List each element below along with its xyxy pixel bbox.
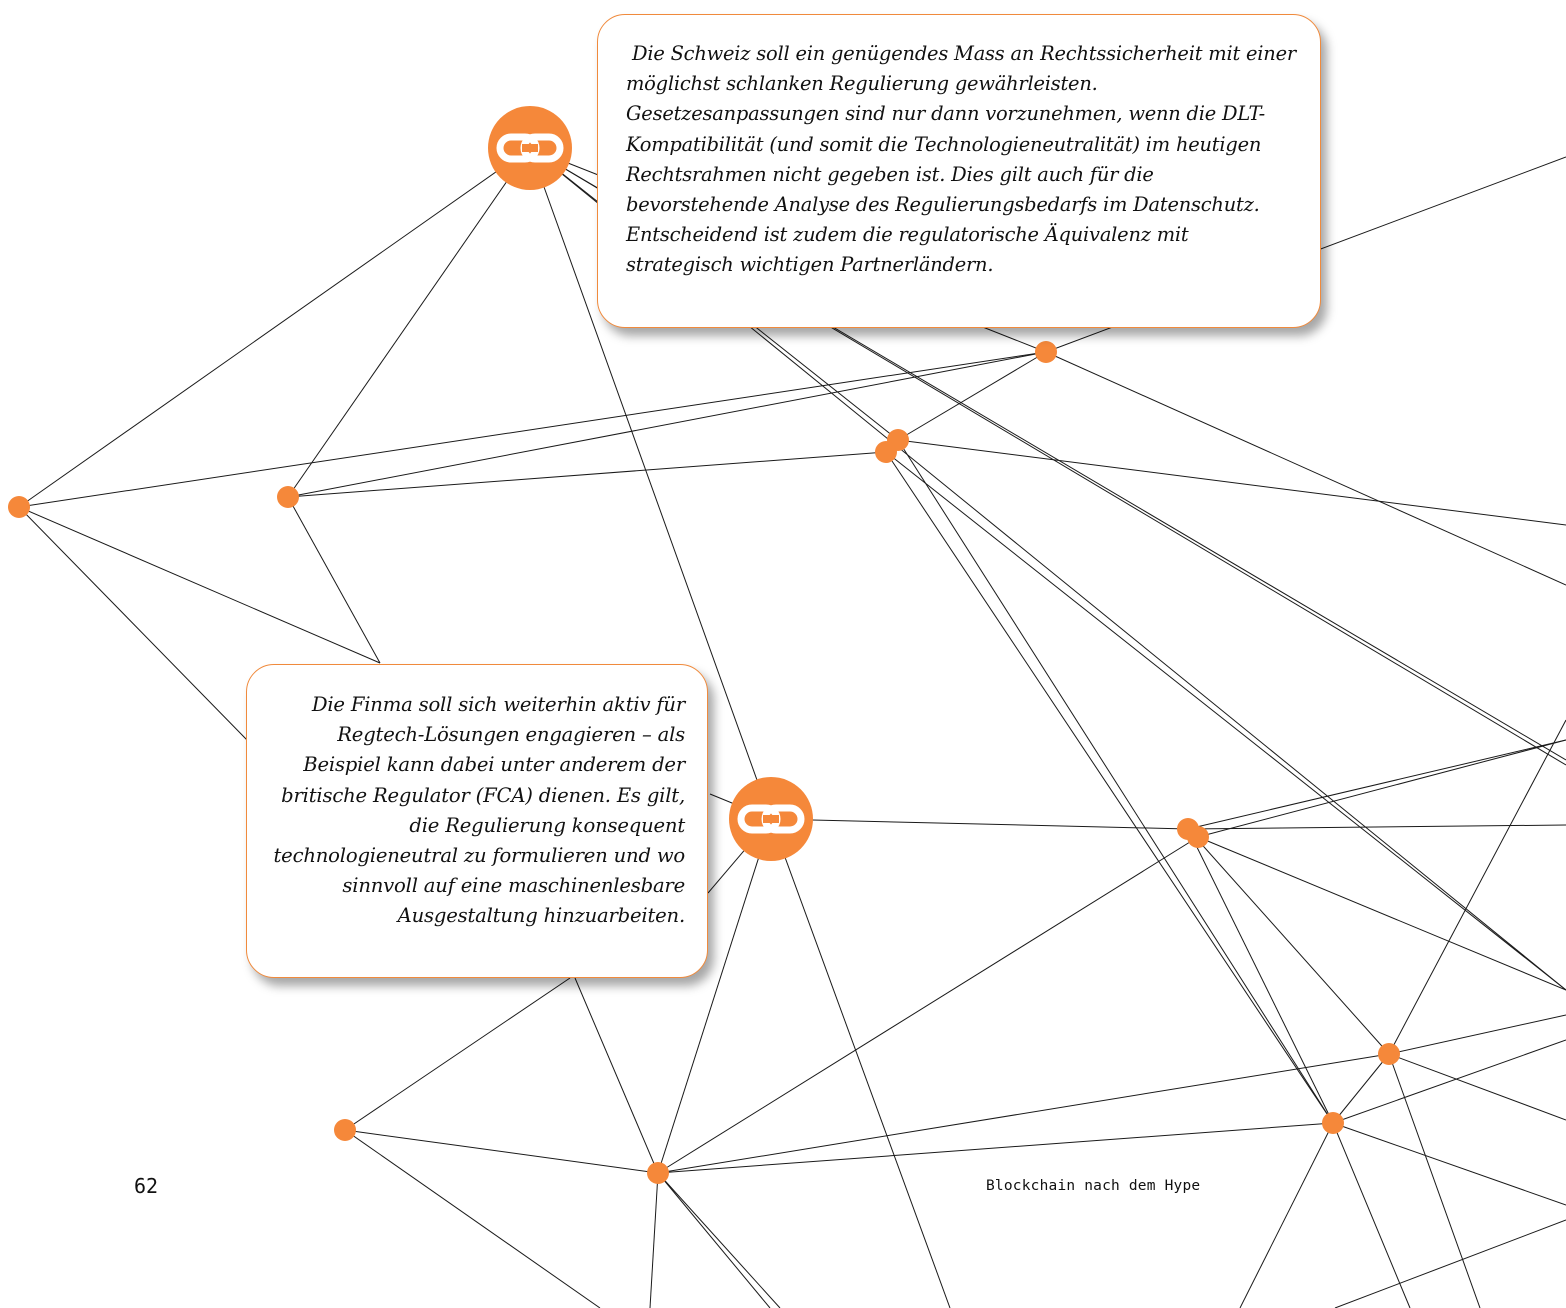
network-edge xyxy=(1388,1053,1481,1308)
network-edge xyxy=(1334,1219,1566,1308)
network-node xyxy=(334,1119,356,1141)
chain-link-badges xyxy=(488,106,813,861)
network-edge xyxy=(287,496,381,664)
network-edge xyxy=(897,439,1566,526)
network-node xyxy=(1322,1112,1344,1134)
network-edge xyxy=(1187,828,1334,1124)
network-edge xyxy=(574,977,659,1174)
chain-link-icon xyxy=(729,777,813,861)
network-edge xyxy=(1332,1039,1566,1124)
running-title: Blockchain nach dem Hype xyxy=(986,1178,1201,1194)
network-edge xyxy=(897,439,1334,1124)
network-edge xyxy=(657,1172,771,1308)
network-edge xyxy=(770,818,1189,830)
network-edge xyxy=(18,351,1047,508)
network-edge xyxy=(770,818,951,1308)
network-edge xyxy=(1045,351,1566,586)
network-edge xyxy=(897,351,1047,441)
network-edge xyxy=(657,1122,1334,1174)
network-edge xyxy=(18,506,248,741)
network-edge xyxy=(18,506,381,664)
network-edge xyxy=(1388,1053,1566,1121)
network-edge xyxy=(1187,739,1566,830)
network-edge xyxy=(1332,1122,1566,1206)
callout-top-text: Die Schweiz soll ein genügendes Mass an … xyxy=(626,42,1296,277)
network-edge xyxy=(1388,719,1566,1055)
network-edge xyxy=(1332,1122,1411,1308)
network-edge xyxy=(344,1129,659,1174)
network-edge xyxy=(287,351,1047,498)
network-edge xyxy=(1239,1122,1334,1308)
network-edge xyxy=(287,147,531,498)
network-nodes xyxy=(8,341,1400,1184)
network-node xyxy=(875,441,897,463)
network-edge xyxy=(1197,739,1566,838)
network-node xyxy=(8,496,30,518)
network-edge xyxy=(1187,828,1390,1055)
network-edge xyxy=(649,1172,659,1308)
network-edge xyxy=(529,147,772,820)
network-edge xyxy=(18,147,531,508)
network-edge xyxy=(1388,1014,1566,1055)
page-number: 62 xyxy=(134,1174,159,1198)
network-edge xyxy=(1197,836,1566,991)
network-edge xyxy=(344,1129,601,1308)
network-edge xyxy=(1332,1053,1390,1124)
network-edge xyxy=(657,1172,781,1308)
network-edge xyxy=(885,451,1334,1124)
network-node xyxy=(1187,826,1209,848)
network-edge xyxy=(657,818,772,1174)
network-edge xyxy=(287,451,887,498)
chain-link-icon xyxy=(488,106,572,190)
network-edge xyxy=(657,836,1199,1174)
callout-regulation-statement: Die Schweiz soll ein genügendes Mass an … xyxy=(597,14,1321,328)
network-node xyxy=(277,486,299,508)
callout-finma-statement: Die Finma soll sich weiterhin aktiv für … xyxy=(246,664,708,978)
network-node xyxy=(647,1162,669,1184)
network-edge xyxy=(1187,824,1566,830)
callout-left-text: Die Finma soll sich weiterhin aktiv für … xyxy=(273,693,686,928)
network-node xyxy=(1378,1043,1400,1065)
network-edge xyxy=(885,451,1566,991)
network-edge xyxy=(344,977,571,1131)
network-edge xyxy=(657,1053,1390,1174)
network-node xyxy=(1035,341,1057,363)
